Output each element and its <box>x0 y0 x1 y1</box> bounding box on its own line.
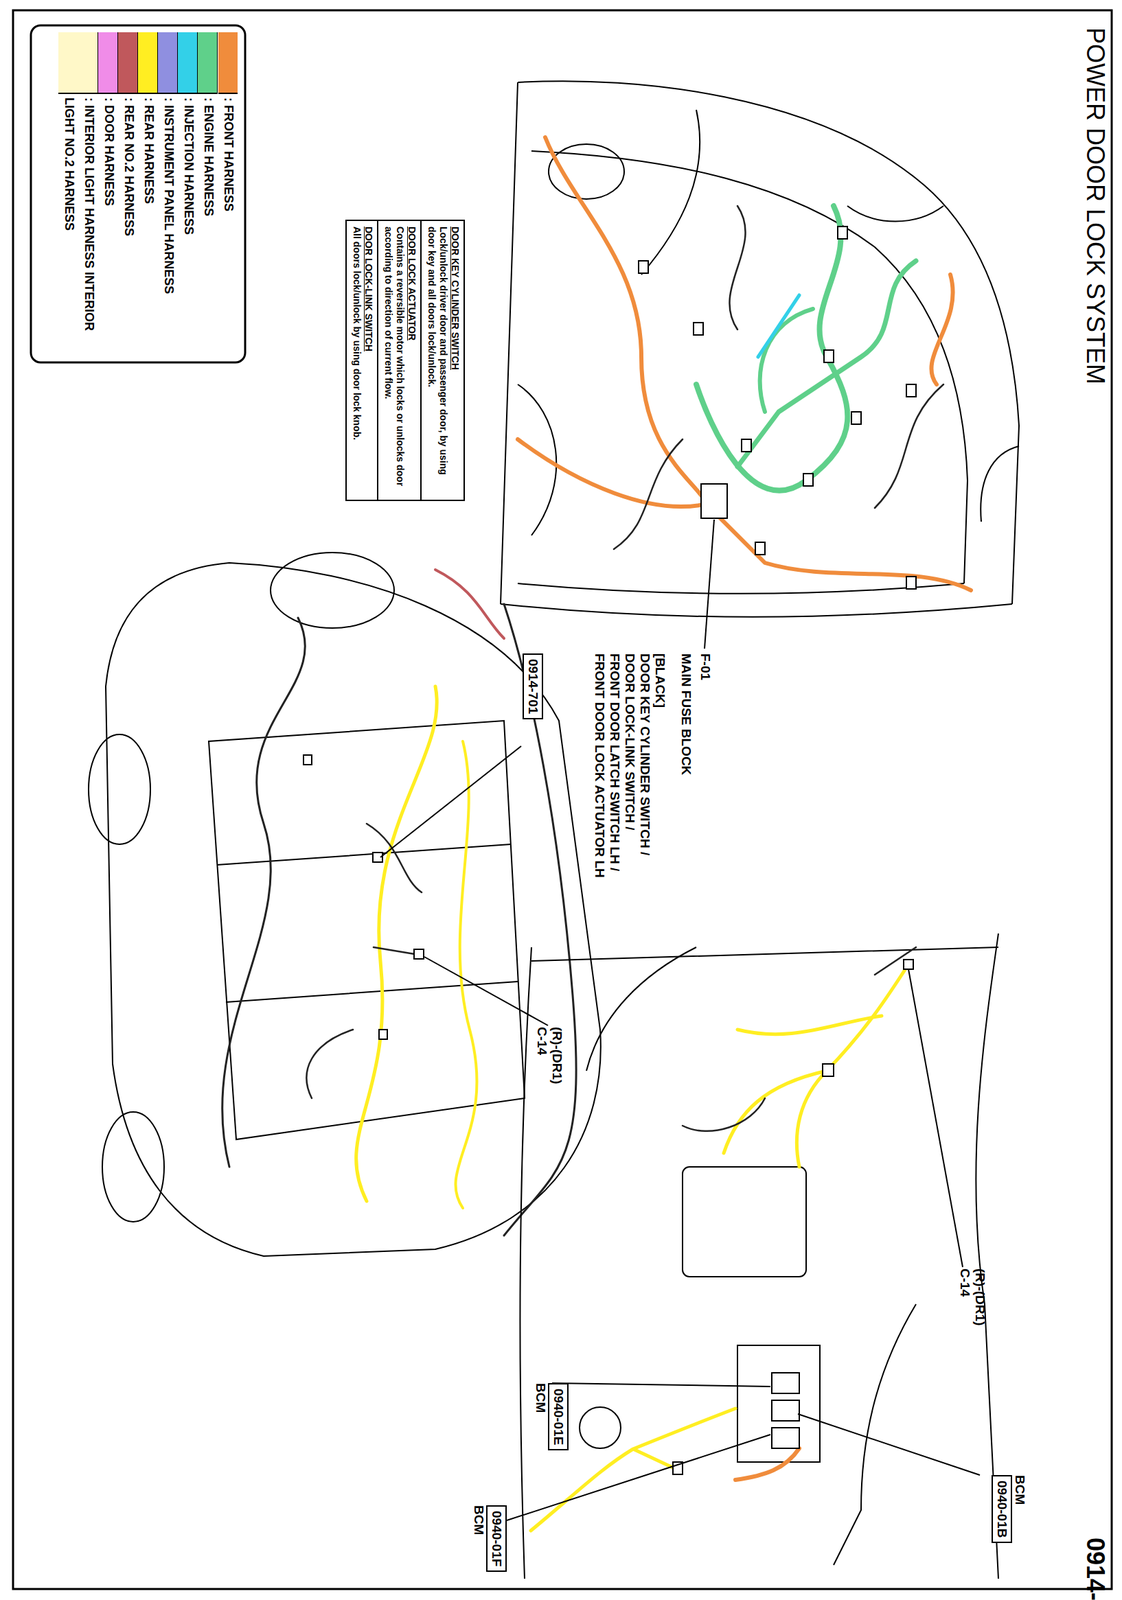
legend-text: : INTERIOR LIGHT HARNESS INTERIOR LIGHT … <box>59 97 99 345</box>
component-name: FRONT DOOR LOCK ACTUATOR LH <box>591 653 608 879</box>
legend-swatch <box>58 32 99 95</box>
legend-text: : INJECTION HARNESS <box>178 97 199 345</box>
connector-code: (R)-(DR1) <box>549 1027 565 1085</box>
page-number: 0914-7a <box>1080 1538 1110 1600</box>
callout-box: BCM0940-01B <box>991 1475 1028 1544</box>
component-name: DOOR LOCK-LINK SWITCH / <box>622 653 638 831</box>
callout-number: 0940-01B <box>991 1475 1013 1544</box>
module-name: BCM <box>1012 1475 1028 1544</box>
component-name: DOOR KEY CYLINDER SWITCH / <box>637 653 653 856</box>
color-note: [BLACK] <box>652 653 668 708</box>
legend-text: : REAR NO.2 HARNESS <box>118 97 139 345</box>
component-name: FRONT DOOR LATCH SWITCH LH / <box>607 653 623 872</box>
callout-number: 0940-01E <box>547 1383 569 1451</box>
legend-swatch <box>177 32 198 95</box>
callout-box: 0940-01FBCM <box>471 1505 507 1573</box>
legend-text: : ENGINE HARNESS <box>198 97 219 345</box>
connector-code: C-14 <box>957 1268 973 1298</box>
box-body: Contains a reversible motor which locks … <box>382 226 406 495</box>
connector-code: C-14 <box>534 1027 550 1056</box>
page-title: POWER DOOR LOCK SYSTEM <box>1080 27 1110 385</box>
legend-text: : INSTRUMENT PANEL HARNESS <box>158 97 179 345</box>
legend-text: : DOOR HARNESS <box>98 97 119 345</box>
box-heading: DOOR LOCK ACTUATOR <box>405 226 418 495</box>
callout-label: F-01 <box>697 653 713 681</box>
box-heading: DOOR KEY CYLINDER SWITCH <box>449 226 461 495</box>
component-name: MAIN FUSE BLOCK <box>678 653 694 776</box>
callout-box: 0940-01EBCM <box>532 1383 569 1451</box>
box-body: Lock/unlock driver door and passenger do… <box>425 226 450 495</box>
legend-swatch <box>197 32 218 95</box>
legend-swatch <box>218 32 238 95</box>
description-box: DOOR LOCK-LINK SWITCHAll doors lock/unlo… <box>345 219 379 502</box>
callout-box: 0914-701 <box>522 653 544 720</box>
module-name: BCM <box>532 1383 548 1451</box>
legend-text: : FRONT HARNESS <box>218 97 239 345</box>
legend-swatch <box>118 32 139 95</box>
callout-number: 0914-701 <box>522 653 544 720</box>
box-body: All doors lock/unlock by using door lock… <box>350 226 363 495</box>
description-box: DOOR KEY CYLINDER SWITCHLock/unlock driv… <box>420 219 465 502</box>
connector-code: (R)-(DR1) <box>972 1268 988 1326</box>
callout-number: 0940-01F <box>486 1505 507 1573</box>
box-heading: DOOR LOCK-LINK SWITCH <box>362 226 375 495</box>
legend-swatch <box>157 32 178 95</box>
legend-swatch <box>138 32 158 95</box>
module-name: BCM <box>471 1505 487 1573</box>
legend-swatch <box>98 32 119 95</box>
description-box: DOOR LOCK ACTUATORContains a reversible … <box>376 219 422 502</box>
legend-text: : REAR HARNESS <box>138 97 159 345</box>
